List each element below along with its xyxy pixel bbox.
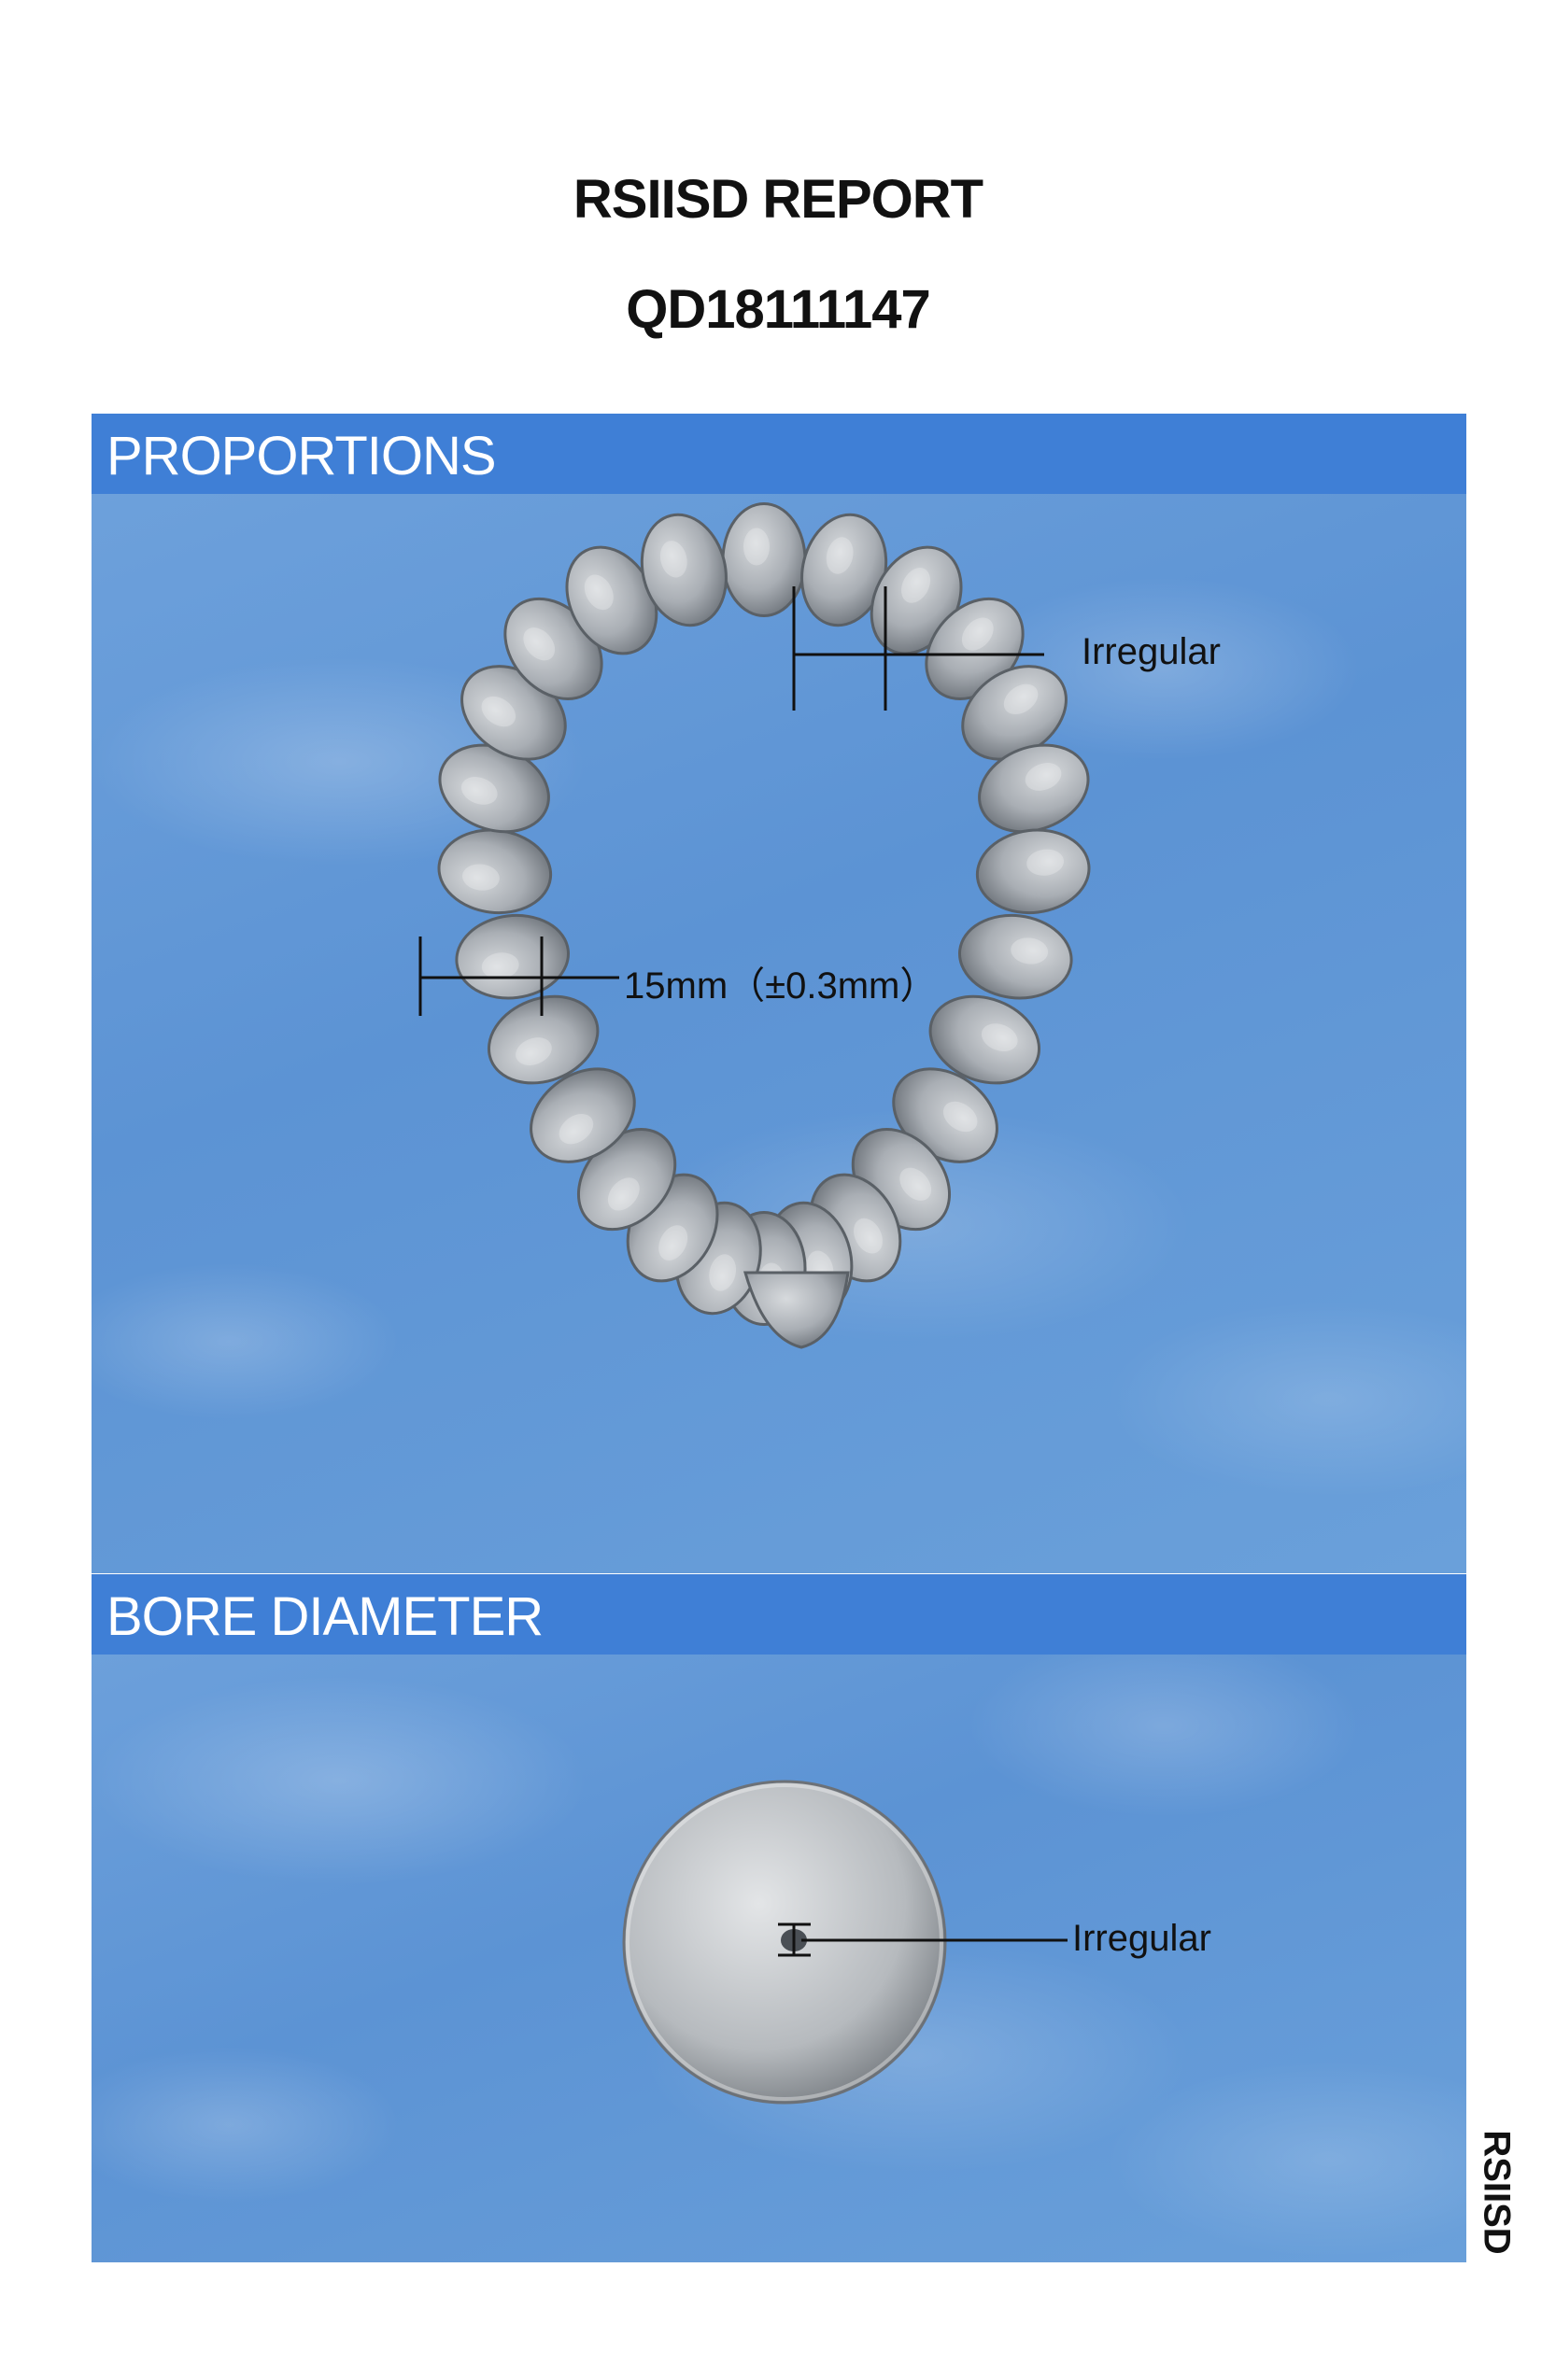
annotation-irregular-top: Irregular: [1082, 631, 1221, 672]
report-title: RSIISD REPORT: [573, 169, 983, 230]
bead: [892, 1067, 998, 1163]
bracelet-beads: [437, 502, 1091, 1349]
proportions-title: PROPORTIONS: [106, 426, 497, 486]
bead-image: [622, 1780, 1068, 2105]
bead: [978, 743, 1090, 834]
bead: [487, 994, 600, 1085]
bore-diameter-header: BORE DIAMETER: [92, 1574, 1466, 1655]
bead: [576, 1128, 677, 1232]
report-code: QD18111147: [626, 279, 930, 340]
bead: [928, 994, 1041, 1085]
bead: [640, 513, 728, 627]
bead: [721, 502, 807, 617]
bore-diameter-panel: BORE DIAMETER Irregular: [92, 1574, 1466, 2262]
proportions-header: PROPORTIONS: [92, 414, 1466, 494]
bead: [530, 1067, 636, 1163]
bracelet-image: [418, 502, 1091, 1349]
bead: [975, 828, 1091, 915]
side-mark: RSIISD: [1476, 2130, 1518, 2255]
left-measure-lines: [418, 937, 619, 1016]
annotation-irregular-bore: Irregular: [1072, 1918, 1211, 1959]
proportions-panel: PROPORTIONS Irregular 15mm（±0.3mm）: [92, 414, 1466, 1573]
bore-measure-lines: [778, 1922, 1068, 1957]
bead: [438, 743, 550, 834]
bore-diameter-title: BORE DIAMETER: [106, 1586, 544, 1647]
bead: [958, 913, 1073, 1000]
bead: [565, 545, 658, 655]
bead: [437, 828, 553, 915]
top-measure-lines: [792, 586, 1044, 711]
annotation-width: 15mm（±0.3mm）: [624, 965, 938, 1007]
bracelet-knot: [743, 1271, 850, 1349]
bead: [455, 913, 570, 1000]
